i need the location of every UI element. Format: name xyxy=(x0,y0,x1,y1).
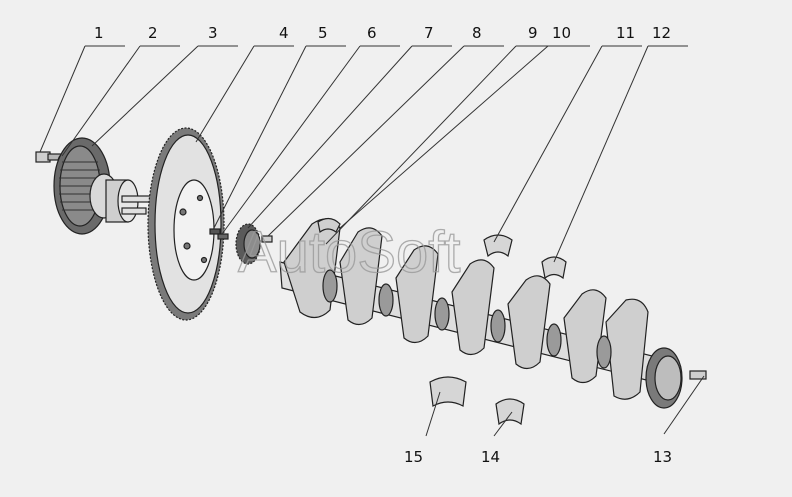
part-7-timing-gear xyxy=(235,223,261,265)
callout-label-1: 1 xyxy=(94,24,104,42)
callout-label-14: 14 xyxy=(481,448,500,466)
part-9-crankshaft xyxy=(279,218,683,409)
callout-label-4: 4 xyxy=(279,24,289,42)
callout-label-7: 7 xyxy=(424,24,434,42)
callout-label-12: 12 xyxy=(652,24,671,42)
part-3-damper-pulley xyxy=(53,137,160,235)
part-8-key xyxy=(261,235,273,243)
part-5-pin xyxy=(209,228,221,235)
callout-label-11: 11 xyxy=(616,24,635,42)
callout-label-15: 15 xyxy=(404,448,423,466)
part-13-pilot-pin xyxy=(689,370,707,380)
callout-label-6: 6 xyxy=(367,24,377,42)
part-4-flywheel xyxy=(147,127,225,321)
part-10-thrust-washer xyxy=(317,217,341,234)
part-11-bearing-shell-upper xyxy=(483,234,513,258)
callout-label-10: 10 xyxy=(552,24,571,42)
callout-label-3: 3 xyxy=(208,24,218,42)
callout-label-9: 9 xyxy=(528,24,538,42)
callout-label-2: 2 xyxy=(148,24,158,42)
part-6-dowel xyxy=(217,233,229,240)
callout-label-13: 13 xyxy=(653,448,672,466)
callout-label-5: 5 xyxy=(318,24,328,42)
part-15-main-bearing-shell-lower xyxy=(429,376,467,407)
leader-lines xyxy=(39,45,705,437)
watermark-text: AutoSoft xyxy=(238,220,460,285)
part-14-bearing-shell-lower xyxy=(495,398,525,426)
callout-label-8: 8 xyxy=(472,24,482,42)
part-12-rod-bearing-shell xyxy=(541,256,567,280)
